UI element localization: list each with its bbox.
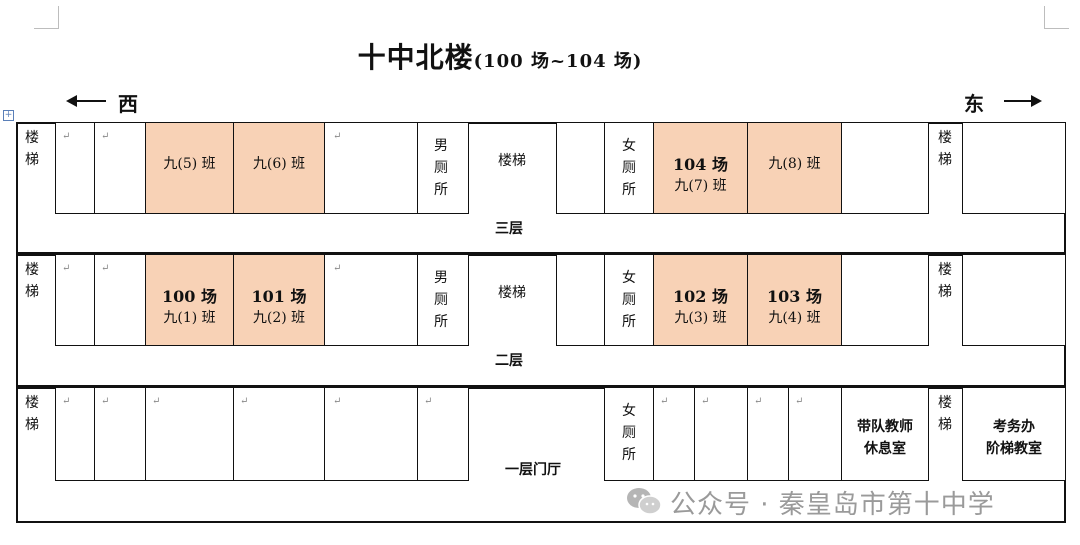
room-f1-6: ↵ bbox=[417, 387, 469, 481]
room-f2-6 bbox=[962, 254, 1066, 346]
exam-room-102: 102 场 九(3) 班 bbox=[653, 254, 748, 346]
stairwell-f3: 楼梯 bbox=[498, 153, 526, 169]
lobby-label: 一层门厅 bbox=[505, 462, 561, 478]
room-f1-10: ↵ bbox=[788, 387, 842, 481]
room-f2-1: ↵ bbox=[55, 254, 95, 346]
crop-mark-left bbox=[34, 6, 59, 29]
stair-west-f1: 楼梯 bbox=[25, 395, 39, 433]
male-toilet-f2: 男厕所 bbox=[417, 254, 469, 346]
exam-room-103: 103 场 九(4) 班 bbox=[747, 254, 842, 346]
watermark-text: 公众号 · 秦皇岛市第十中学 bbox=[670, 490, 995, 520]
classroom-f3-9-5: 九(5) 班 bbox=[145, 122, 234, 214]
room-f3-3: ↵ bbox=[324, 122, 418, 214]
exam-room-104: 104 场 九(7) 班 bbox=[653, 122, 748, 214]
stairwell-f2: 楼梯 bbox=[498, 285, 526, 301]
classroom-f3-9-6: 九(6) 班 bbox=[233, 122, 325, 214]
direction-east: 东 bbox=[964, 92, 984, 116]
title-main: 十中北楼 bbox=[357, 41, 474, 74]
room-f2-4 bbox=[556, 254, 605, 346]
teacher-lounge: 带队教师 休息室 bbox=[841, 387, 929, 481]
room-f1-2: ↵ bbox=[94, 387, 146, 481]
male-toilet-f3: 男厕所 bbox=[417, 122, 469, 214]
stair-east-f2: 楼梯 bbox=[938, 262, 952, 300]
exam-room-101: 101 场 九(2) 班 bbox=[233, 254, 325, 346]
female-toilet-f3: 女厕所 bbox=[604, 122, 654, 214]
direction-west: 西 bbox=[118, 92, 138, 116]
table-move-handle-icon[interactable]: + bbox=[3, 110, 14, 121]
room-f1-4: ↵ bbox=[233, 387, 325, 481]
title-sub: (100 场~104 场) bbox=[473, 51, 643, 72]
room-f1-8: ↵ bbox=[694, 387, 748, 481]
floor-label-2: 二层 bbox=[495, 353, 523, 369]
room-f3-4 bbox=[556, 122, 605, 214]
stair-west-f3: 楼梯 bbox=[25, 130, 39, 168]
crop-mark-right bbox=[1044, 6, 1069, 29]
room-f3-6 bbox=[962, 122, 1066, 214]
stair-west-f2: 楼梯 bbox=[25, 262, 39, 300]
west-arrow-icon bbox=[66, 95, 106, 107]
room-f1-1: ↵ bbox=[55, 387, 95, 481]
female-toilet-f2: 女厕所 bbox=[604, 254, 654, 346]
room-f1-5: ↵ bbox=[324, 387, 418, 481]
page-title: 十中北楼(100 场~104 场) bbox=[0, 36, 1000, 76]
room-f2-2: ↵ bbox=[94, 254, 146, 346]
stair-east-f3: 楼梯 bbox=[938, 130, 952, 168]
floor-label-3: 三层 bbox=[495, 221, 523, 237]
room-f3-2: ↵ bbox=[94, 122, 146, 214]
female-toilet-f1: 女厕所 bbox=[604, 387, 654, 481]
room-f1-3: ↵ bbox=[145, 387, 234, 481]
east-arrow-icon bbox=[1004, 95, 1042, 107]
room-f1-9: ↵ bbox=[747, 387, 789, 481]
room-f1-7: ↵ bbox=[653, 387, 695, 481]
wechat-icon bbox=[627, 488, 662, 515]
exam-office: 考务办 阶梯教室 bbox=[962, 387, 1066, 481]
room-f2-5 bbox=[841, 254, 929, 346]
room-f3-1: ↵ bbox=[55, 122, 95, 214]
stair-east-f1: 楼梯 bbox=[938, 395, 952, 433]
room-f2-3: ↵ bbox=[324, 254, 418, 346]
exam-room-100: 100 场 九(1) 班 bbox=[145, 254, 234, 346]
classroom-f3-9-8: 九(8) 班 bbox=[747, 122, 842, 214]
room-f3-5 bbox=[841, 122, 929, 214]
